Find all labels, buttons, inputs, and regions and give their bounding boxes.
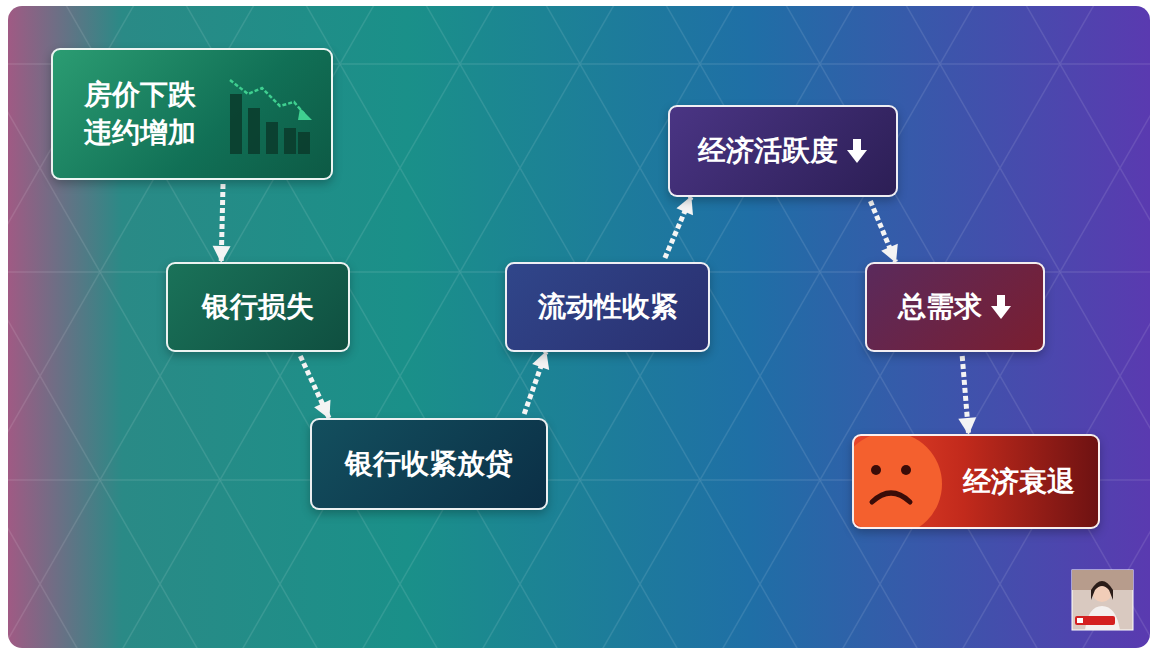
dashed-arrow xyxy=(221,184,223,262)
dashed-arrow xyxy=(665,197,691,258)
process-box: 经济活跃度 xyxy=(668,105,898,197)
box-label: 流动性收紧 xyxy=(538,288,678,326)
box-label: 房价下跌 违约增加 xyxy=(84,76,207,152)
frame xyxy=(8,6,1150,648)
process-box: 银行收紧放贷 xyxy=(310,418,548,510)
falling-chart-icon xyxy=(228,72,314,156)
down-arrow-icon xyxy=(990,294,1012,320)
dashed-arrow xyxy=(962,356,968,434)
down-arrow-icon xyxy=(846,138,868,164)
dashed-arrow xyxy=(300,356,329,418)
process-box: 银行损失 xyxy=(166,262,350,352)
box-label: 经济衰退 xyxy=(963,463,1075,501)
box-label: 银行损失 xyxy=(202,288,314,326)
process-box: 房价下跌 违约增加 xyxy=(51,48,333,180)
triangle-pattern xyxy=(8,6,1150,648)
process-box: 总需求 xyxy=(865,262,1045,352)
process-box: 经济衰退 xyxy=(852,434,1100,529)
process-box: 流动性收紧 xyxy=(505,262,710,352)
presenter-thumbnail xyxy=(1072,570,1133,630)
box-label: 银行收紧放贷 xyxy=(345,445,513,483)
dashed-arrow xyxy=(524,352,546,414)
box-label: 经济活跃度 xyxy=(698,132,838,170)
sad-face-icon xyxy=(854,434,954,529)
dashed-arrow xyxy=(870,201,895,262)
box-label: 总需求 xyxy=(898,288,982,326)
